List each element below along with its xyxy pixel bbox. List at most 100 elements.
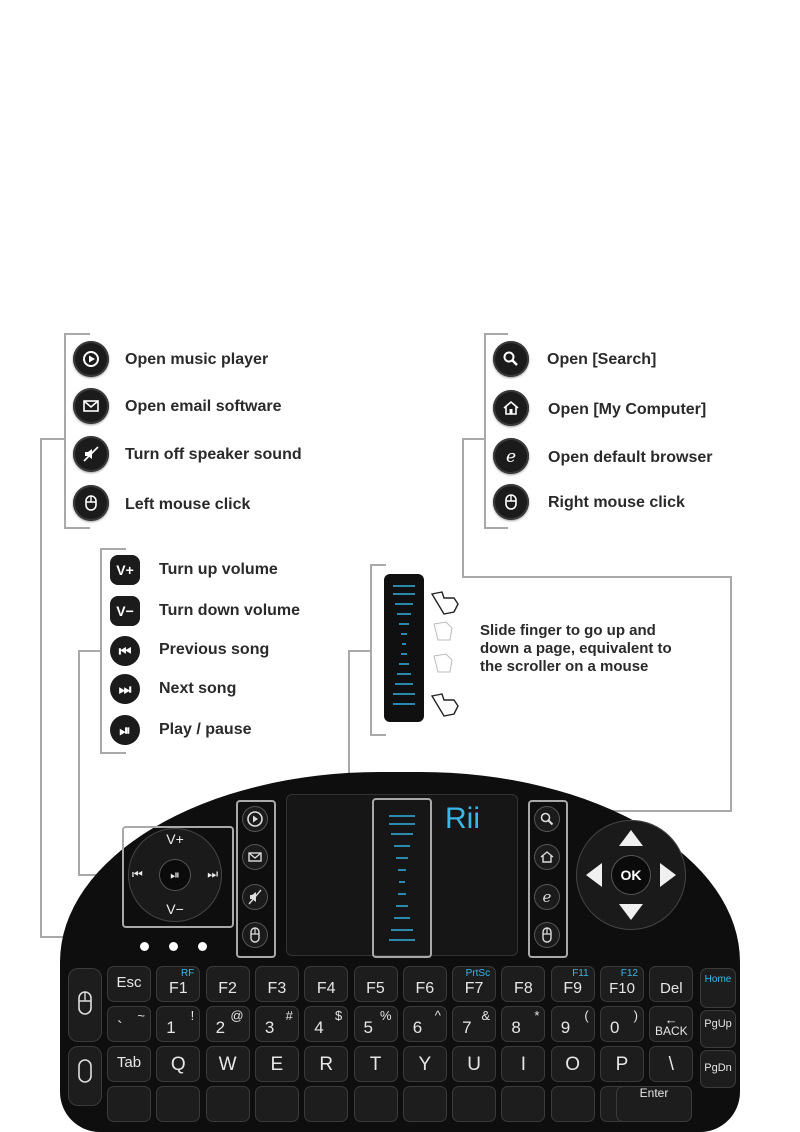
key[interactable] (452, 1086, 497, 1122)
led-indicator (169, 942, 178, 951)
dpad[interactable]: OK (576, 820, 686, 930)
key[interactable]: U (452, 1046, 497, 1082)
music-player-icon (73, 341, 109, 377)
key[interactable]: Y (402, 1046, 447, 1082)
key[interactable]: ~` (107, 1006, 151, 1042)
keyboard-search-key[interactable] (534, 806, 560, 832)
key[interactable] (501, 1086, 546, 1122)
key[interactable] (402, 1086, 447, 1122)
key[interactable]: O (550, 1046, 595, 1082)
key-label: 6 (412, 1018, 423, 1037)
dpad-up-icon[interactable] (619, 830, 643, 846)
key[interactable]: R (304, 1046, 349, 1082)
scroller-caption: Slide finger to go up and down a page, e… (480, 622, 672, 675)
right-function-label-right-click: Right mouse click (548, 494, 685, 511)
key-label: F9 (563, 980, 583, 997)
left-key-column-frame (236, 800, 276, 958)
keyboard-side-mouse-key[interactable] (68, 1046, 102, 1106)
keyboard-home-key[interactable] (534, 844, 560, 870)
key-label: Enter (639, 1086, 669, 1100)
key-label: F2 (218, 980, 237, 997)
key[interactable]: &7 (452, 1006, 497, 1042)
keyboard-mute-key[interactable] (242, 884, 268, 910)
key[interactable] (353, 1086, 398, 1122)
key[interactable] (254, 1086, 299, 1122)
key[interactable]: ^6 (402, 1006, 447, 1042)
touchpad-scroller-frame (372, 798, 432, 958)
key[interactable]: Del (649, 966, 694, 1002)
left-function-label-email: Open email software (125, 398, 282, 415)
key[interactable]: Enter (616, 1086, 692, 1122)
key[interactable]: \ (649, 1046, 694, 1082)
keyboard-right-click-key[interactable] (534, 922, 560, 948)
key[interactable]: T (353, 1046, 398, 1082)
key[interactable]: F3 (254, 966, 299, 1002)
key[interactable]: *8 (501, 1006, 546, 1042)
touchpad-scroller[interactable] (374, 800, 430, 956)
key[interactable]: !1 (156, 1006, 201, 1042)
key[interactable] (107, 1086, 151, 1122)
key[interactable] (156, 1086, 201, 1122)
media-pad-play-pause[interactable]: ⏯ (159, 859, 191, 891)
key[interactable]: P (600, 1046, 644, 1082)
dpad-ok-button[interactable]: OK (611, 855, 651, 895)
key-label: Esc (116, 974, 142, 991)
media-pad-volume-down[interactable]: V− (166, 901, 184, 917)
keyboard-side-mouse-key[interactable] (68, 968, 102, 1042)
key[interactable]: I (501, 1046, 546, 1082)
key[interactable]: Home (700, 968, 736, 1008)
key[interactable]: $4 (304, 1006, 349, 1042)
key-label: F1 (168, 980, 188, 997)
touchpad[interactable] (286, 794, 518, 956)
media-pad-previous[interactable]: ⏮ (132, 867, 143, 881)
svg-text:e: e (506, 447, 516, 466)
key[interactable]: Esc (107, 966, 151, 1002)
key[interactable]: @2 (205, 1006, 250, 1042)
keyboard-email-key[interactable] (242, 844, 268, 870)
keyboard-left-click-key[interactable] (242, 922, 268, 948)
key[interactable]: %5 (353, 1006, 398, 1042)
dpad-left-icon[interactable] (586, 863, 602, 887)
key[interactable] (304, 1086, 349, 1122)
key[interactable]: PgDn (700, 1050, 736, 1088)
key-label: ` (117, 1018, 123, 1037)
keyboard-browser-key[interactable]: e (534, 884, 560, 910)
media-pad[interactable]: V+ V− ⏮ ⏭ ⏯ (128, 828, 222, 922)
key-label: 9 (560, 1018, 571, 1037)
key-sub-label: ) (633, 1008, 638, 1023)
key[interactable]: F5 (353, 966, 398, 1002)
key-label: 5 (363, 1018, 373, 1037)
key[interactable] (205, 1086, 250, 1122)
dpad-right-icon[interactable] (660, 863, 676, 887)
media-pad-volume-up[interactable]: V+ (166, 831, 184, 847)
previous-song-icon: ⏮ (110, 636, 140, 666)
key[interactable]: F2 (205, 966, 250, 1002)
next-song-icon: ⏭ (110, 674, 140, 704)
left-function-label-music: Open music player (125, 351, 269, 368)
media-pad-next[interactable]: ⏭ (207, 867, 218, 881)
key[interactable]: Tab (107, 1046, 151, 1082)
key-label: F10 (609, 980, 635, 997)
key[interactable]: F6 (402, 966, 447, 1002)
key[interactable]: ←BACK (649, 1006, 694, 1042)
key[interactable]: #3 (254, 1006, 299, 1042)
key[interactable] (550, 1086, 595, 1122)
key-label: W (218, 1054, 237, 1075)
right-key-column-frame (528, 800, 568, 958)
key-sub-label: # (285, 1008, 293, 1023)
key[interactable]: W (205, 1046, 250, 1082)
key[interactable]: (9 (550, 1006, 595, 1042)
key[interactable]: PgUp (700, 1010, 736, 1048)
key[interactable]: Q (156, 1046, 201, 1082)
key[interactable]: F4 (304, 966, 349, 1002)
key[interactable]: E (254, 1046, 299, 1082)
svg-text:e: e (543, 888, 552, 906)
dpad-down-icon[interactable] (619, 904, 643, 920)
key[interactable]: F8 (501, 966, 546, 1002)
keyboard-music-player-key[interactable] (242, 806, 268, 832)
key[interactable]: )0 (600, 1006, 644, 1042)
